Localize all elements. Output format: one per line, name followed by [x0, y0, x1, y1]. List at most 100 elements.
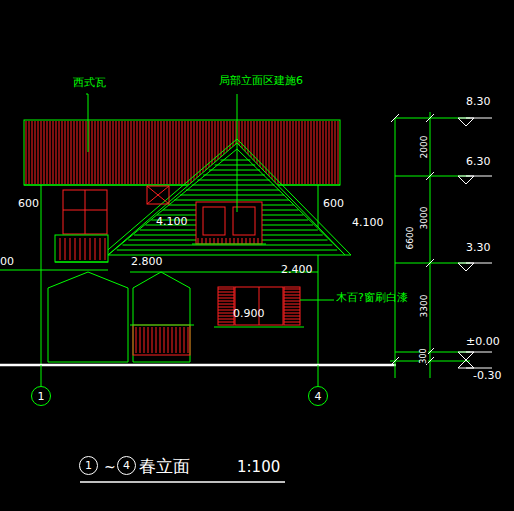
- drawing-line: [466, 368, 492, 369]
- drawing-line: [329, 121, 330, 184]
- drawing-line: [262, 220, 308, 221]
- drawing-line: [44, 121, 45, 184]
- dimension-text: 2000: [420, 136, 429, 159]
- elevation-label: 00: [0, 256, 14, 267]
- drawing-line: [24, 185, 340, 186]
- drawing-line: [137, 121, 138, 184]
- drawing-line: [92, 121, 93, 184]
- drawing-shape: [133, 272, 190, 362]
- drawing-line: [41, 121, 42, 184]
- drawing-line: [296, 121, 297, 184]
- drawing-line: [262, 225, 313, 226]
- drawing-line: [259, 287, 260, 325]
- drawing-line: [107, 121, 108, 184]
- drawing-line: [50, 121, 51, 184]
- elevation-label: 3.30: [466, 242, 491, 253]
- drawing-line: [318, 365, 319, 386]
- elevation-label: 0.900: [233, 308, 265, 319]
- drawing-line: [191, 121, 192, 184]
- drawing-line: [318, 185, 319, 365]
- drawing-line: [426, 259, 434, 267]
- drawing-line: [182, 121, 183, 184]
- drawing-line: [222, 238, 223, 244]
- drawing-line: [119, 121, 120, 184]
- drawing-line: [90, 238, 91, 260]
- drawing-line: [155, 121, 156, 184]
- drawing-line: [164, 121, 165, 184]
- drawing-line: [164, 327, 165, 353]
- drawing-rect: [55, 235, 108, 262]
- drawing-line: [152, 327, 153, 353]
- drawing-line: [290, 121, 291, 184]
- drawing-line: [391, 114, 399, 122]
- drawing-line: [284, 322, 300, 323]
- drawing-line: [41, 185, 42, 365]
- drawing-shape: [458, 176, 474, 184]
- drawing-line: [188, 121, 189, 184]
- drawing-line: [122, 121, 123, 184]
- drawing-rect: [284, 287, 300, 325]
- drawing-line: [125, 121, 126, 184]
- drawing-rect: [147, 186, 169, 204]
- drawing-line: [215, 165, 256, 166]
- drawing-line: [275, 121, 276, 184]
- drawing-line: [281, 121, 282, 184]
- drawing-line: [269, 121, 270, 184]
- drawing-line: [284, 289, 300, 290]
- drawing-line: [209, 170, 260, 171]
- drawing-shape: [458, 118, 474, 126]
- drawing-line: [0, 364, 396, 367]
- drawing-line: [160, 327, 161, 353]
- elevation-label: ~: [104, 460, 116, 474]
- elevation-label: 1:100: [237, 460, 280, 475]
- drawing-line: [168, 327, 169, 353]
- drawing-line: [65, 121, 66, 184]
- drawing-line: [320, 121, 321, 184]
- elevation-label: 8.30: [466, 96, 491, 107]
- drawing-line: [56, 121, 57, 184]
- elevation-label: 4.100: [352, 217, 384, 228]
- elevation-label: 木百?窗刷白漆: [336, 292, 408, 303]
- drawing-line: [147, 186, 169, 204]
- axis-number: 1: [85, 459, 92, 472]
- drawing-line: [95, 121, 96, 184]
- drawing-line: [284, 307, 300, 308]
- drawing-line: [134, 121, 135, 184]
- drawing-line: [75, 238, 76, 260]
- drawing-shape: [458, 352, 474, 360]
- drawing-line: [41, 365, 42, 386]
- drawing-rect: [24, 120, 340, 185]
- drawing-line: [100, 238, 101, 260]
- elevation-label: ±0.00: [466, 336, 500, 347]
- drawing-line: [284, 301, 300, 302]
- drawing-line: [218, 322, 234, 323]
- elevation-label: 局部立面区建施6: [219, 75, 303, 86]
- drawing-line: [203, 175, 265, 176]
- drawing-line: [86, 121, 87, 184]
- drawing-line: [299, 121, 300, 184]
- dimension-text: 6600: [406, 227, 415, 250]
- drawing-line: [38, 121, 39, 184]
- drawing-line: [323, 121, 324, 184]
- drawing-title: 春立面: [139, 458, 190, 475]
- drawing-line: [311, 121, 312, 184]
- drawing-line: [105, 238, 106, 260]
- drawing-line: [246, 238, 247, 244]
- drawing-line: [128, 121, 129, 184]
- drawing-line: [234, 238, 235, 244]
- drawing-line: [395, 361, 470, 362]
- drawing-line: [284, 304, 300, 305]
- drawing-line: [80, 238, 81, 260]
- drawing-line: [218, 307, 234, 308]
- drawing-line: [262, 210, 299, 211]
- drawing-line: [466, 118, 492, 119]
- drawing-line: [116, 121, 117, 184]
- drawing-line: [218, 289, 234, 290]
- drawing-line: [338, 121, 339, 184]
- drawing-line: [128, 240, 196, 241]
- drawing-line: [95, 238, 96, 260]
- drawing-line: [210, 238, 211, 244]
- drawing-line: [308, 121, 309, 184]
- drawing-line: [192, 244, 266, 245]
- drawing-line: [29, 121, 30, 184]
